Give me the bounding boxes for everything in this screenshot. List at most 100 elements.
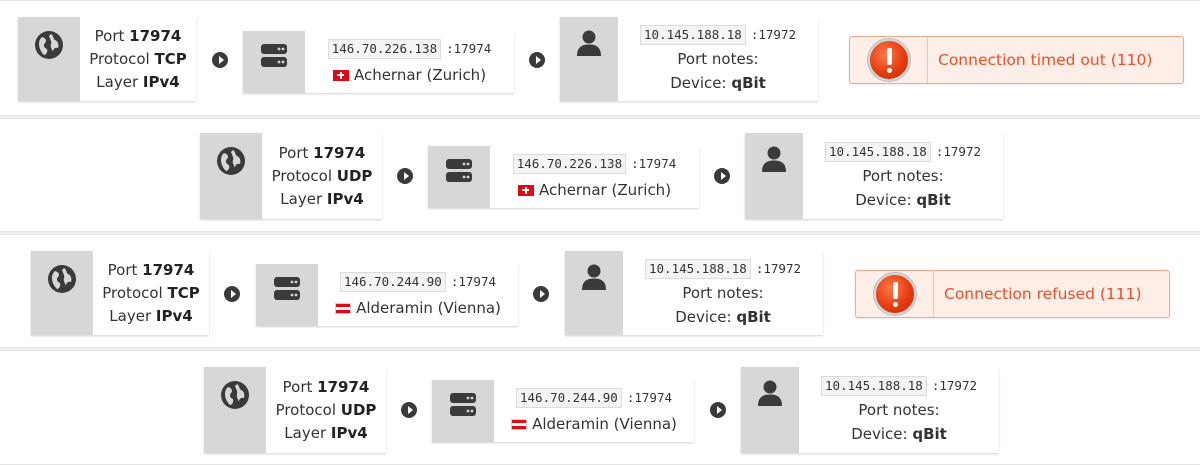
server-ip: 146.70.244.90 xyxy=(340,272,446,292)
client-box: 10.145.188.18:17972 Port notes: Device: … xyxy=(565,251,823,335)
protocol-icon-panel xyxy=(18,17,80,101)
device-label: Device: xyxy=(670,74,727,92)
error-alert: Connection timed out (110) xyxy=(849,36,1184,84)
layer-label: Layer xyxy=(284,423,327,442)
server-ip: 146.70.226.138 xyxy=(327,39,442,59)
port-label: Port xyxy=(107,260,138,279)
server-box: 146.70.244.90 :17974 Alderamin (Vienna) xyxy=(256,264,518,326)
server-port: :17974 xyxy=(631,156,677,171)
protocol-label: Protocol xyxy=(275,400,337,419)
client-box: 10.145.188.18:17972 Port notes: Device: … xyxy=(741,367,999,453)
protocol-box: Port 17974 Protocol UDP Layer IPv4 xyxy=(204,367,386,453)
error-icon xyxy=(867,39,910,81)
server-icon-panel xyxy=(243,31,305,93)
arrow-right-circle-icon xyxy=(529,52,545,68)
connection-row: Port 17974 Protocol TCP Layer IPv4 146.7… xyxy=(0,0,1200,116)
client-icon-panel xyxy=(745,133,803,219)
layer-label: Layer xyxy=(109,306,152,325)
user-icon xyxy=(577,30,601,56)
device-value: qBit xyxy=(731,74,766,92)
server-box: 146.70.226.138 :17974 Achernar (Zurich) xyxy=(428,146,699,208)
device-label: Device: xyxy=(855,191,912,209)
server-box: 146.70.244.90:17974 Alderamin (Vienna) xyxy=(432,380,694,442)
server-icon-panel xyxy=(256,264,318,326)
server-port: :17974 xyxy=(626,390,672,405)
port-notes-label: Port notes: xyxy=(677,50,759,68)
client-port: :17972 xyxy=(935,144,981,159)
server-icon-panel xyxy=(428,146,490,208)
client-port: :17972 xyxy=(755,261,801,276)
port-value: 17974 xyxy=(142,260,195,279)
layer-value: IPv4 xyxy=(326,189,364,208)
server-name: Achernar (Zurich) xyxy=(538,181,672,199)
austria-flag-icon xyxy=(511,418,528,430)
arrow-right-circle-icon xyxy=(212,52,228,68)
client-icon-panel xyxy=(741,367,799,453)
server-icon xyxy=(261,44,287,67)
arrow-right-circle-icon xyxy=(533,286,549,302)
globe-icon xyxy=(35,31,63,59)
device-value: qBit xyxy=(916,191,951,209)
protocol-value: UDP xyxy=(336,166,373,185)
port-notes-label: Port notes: xyxy=(862,167,944,185)
layer-label: Layer xyxy=(96,72,139,91)
protocol-box: Port 17974 Protocol TCP Layer IPv4 xyxy=(18,17,196,101)
austria-flag-icon xyxy=(335,302,352,314)
client-ip: 10.145.188.18 xyxy=(640,25,746,45)
protocol-value: UDP xyxy=(340,400,377,419)
port-value: 17974 xyxy=(317,377,370,396)
port-notes-label: Port notes: xyxy=(682,284,764,302)
client-ip: 10.145.188.18 xyxy=(821,376,927,396)
globe-icon xyxy=(221,381,249,409)
arrow-right-circle-icon xyxy=(224,286,240,302)
client-icon-panel xyxy=(560,17,618,101)
error-message: Connection timed out (110) xyxy=(938,51,1153,69)
protocol-icon-panel xyxy=(31,251,93,335)
port-label: Port xyxy=(278,143,309,162)
server-icon-panel xyxy=(432,380,494,442)
port-label: Port xyxy=(282,377,313,396)
server-name: Alderamin (Vienna) xyxy=(356,299,501,317)
error-icon xyxy=(873,273,916,315)
protocol-value: TCP xyxy=(167,283,200,302)
client-port: :17972 xyxy=(750,27,796,42)
port-label: Port xyxy=(94,26,125,45)
protocol-icon-panel xyxy=(204,367,266,453)
protocol-box: Port 17974 Protocol UDP Layer IPv4 xyxy=(200,133,382,219)
layer-value: IPv4 xyxy=(330,423,368,442)
client-box: 10.145.188.18:17972 Port notes: Device: … xyxy=(745,133,1003,219)
arrow-right-circle-icon xyxy=(397,168,413,184)
error-alert: Connection refused (111) xyxy=(855,270,1170,318)
protocol-value: TCP xyxy=(154,49,187,68)
port-value: 17974 xyxy=(129,26,182,45)
server-port: :17974 xyxy=(450,274,496,289)
server-icon xyxy=(274,277,300,300)
client-box: 10.145.188.18:17972 Port notes: Device: … xyxy=(560,17,818,101)
switzerland-flag-icon xyxy=(332,69,349,81)
connection-row: Port 17974 Protocol TCP Layer IPv4 146.7… xyxy=(0,234,1200,348)
device-label: Device: xyxy=(675,308,732,326)
server-name: Alderamin (Vienna) xyxy=(532,415,677,433)
arrow-right-circle-icon xyxy=(401,402,417,418)
protocol-box: Port 17974 Protocol TCP Layer IPv4 xyxy=(31,251,209,335)
server-box: 146.70.226.138 :17974 Achernar (Zurich) xyxy=(243,31,514,93)
client-ip: 10.145.188.18 xyxy=(825,142,931,162)
server-name: Achernar (Zurich) xyxy=(353,66,487,84)
client-port: :17972 xyxy=(931,378,977,393)
layer-value: IPv4 xyxy=(155,306,193,325)
device-value: qBit xyxy=(736,308,771,326)
connection-row: Port 17974 Protocol UDP Layer IPv4 146.7… xyxy=(0,350,1200,465)
layer-value: IPv4 xyxy=(142,72,180,91)
server-ip: 146.70.226.138 xyxy=(512,154,627,174)
server-port: :17974 xyxy=(446,41,492,56)
arrow-right-circle-icon xyxy=(710,402,726,418)
error-message: Connection refused (111) xyxy=(944,285,1142,303)
layer-label: Layer xyxy=(280,189,323,208)
connection-row: Port 17974 Protocol UDP Layer IPv4 146.7… xyxy=(0,118,1200,232)
protocol-icon-panel xyxy=(200,133,262,219)
globe-icon xyxy=(48,265,76,293)
client-icon-panel xyxy=(565,251,623,335)
protocol-label: Protocol xyxy=(102,283,163,302)
port-notes-label: Port notes: xyxy=(858,401,940,419)
arrow-right-circle-icon xyxy=(714,168,730,184)
